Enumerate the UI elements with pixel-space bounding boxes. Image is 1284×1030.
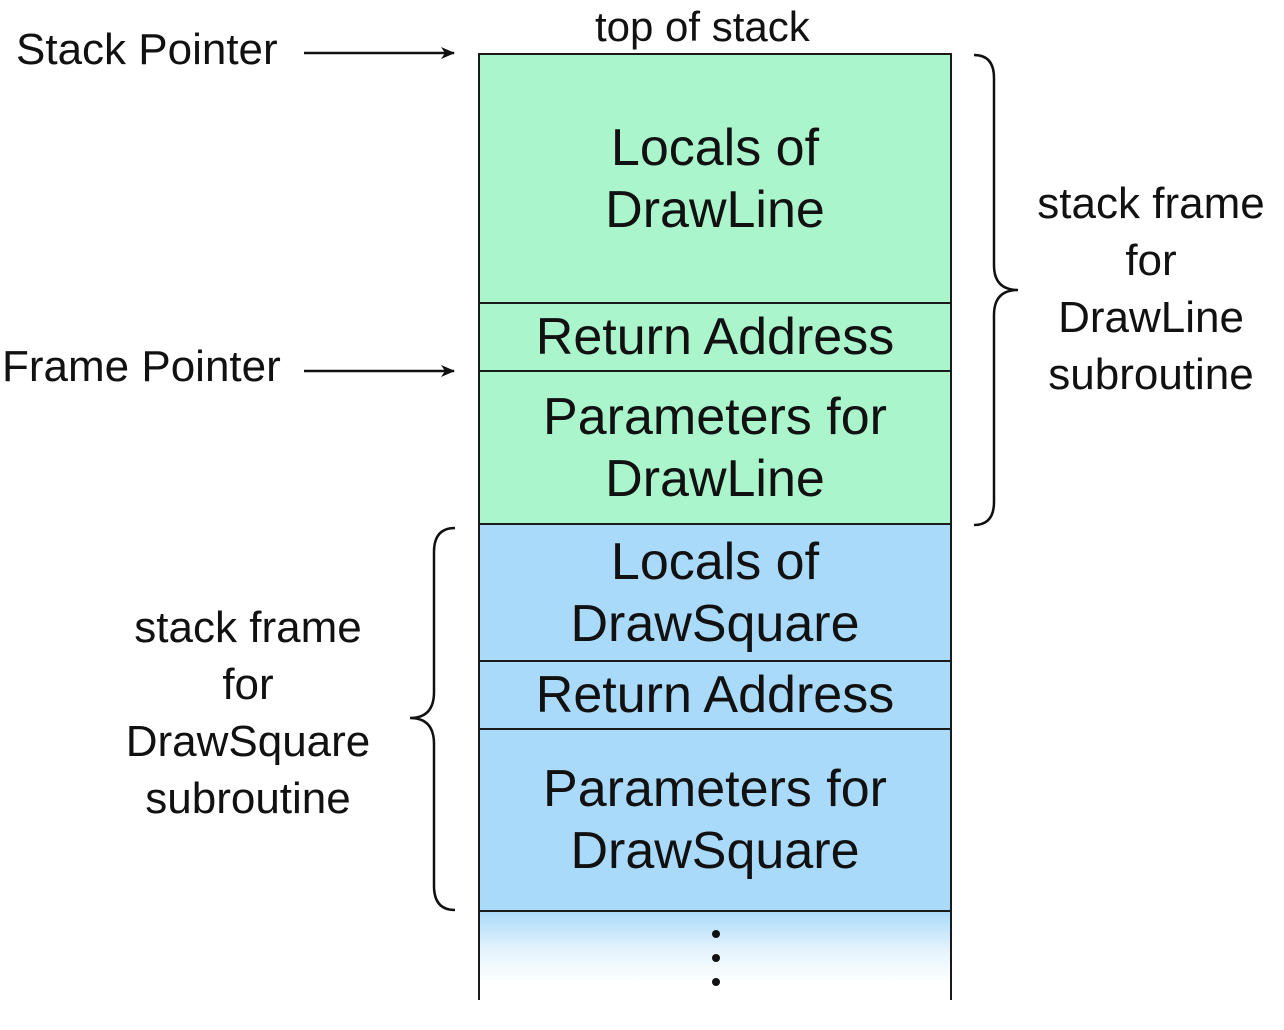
stack-pointer-label: Stack Pointer (16, 25, 278, 74)
drawline-return-address-label: Return Address (535, 308, 895, 366)
drawsquare-frame-brace (409, 526, 456, 912)
drawsquare-locals-block: Locals of DrawSquare (478, 523, 952, 662)
top-of-stack-label: top of stack (595, 3, 810, 50)
drawline-parameters-block: Parameters for DrawLine (478, 370, 952, 525)
drawsquare-locals-label: Locals of DrawSquare (570, 532, 860, 653)
drawline-locals-label: Locals of DrawLine (605, 118, 825, 239)
drawline-frame-label: stack frame for DrawLine subroutine (1037, 179, 1265, 399)
drawsquare-return-address-label: Return Address (535, 666, 895, 724)
drawsquare-frame-label: stack frame for DrawSquare subroutine (125, 603, 371, 823)
ellipsis-dot (712, 954, 720, 962)
drawline-locals-block: Locals of DrawLine (478, 53, 952, 304)
drawsquare-parameters-label: Parameters for DrawSquare (543, 760, 887, 880)
drawsquare-parameters-block: Parameters for DrawSquare (478, 728, 952, 912)
stack-continuation (478, 910, 952, 1000)
ellipsis-dot (712, 930, 720, 938)
ellipsis-dot (712, 978, 720, 986)
drawline-frame-brace (973, 53, 1019, 527)
drawline-parameters-label: Parameters for DrawLine (543, 387, 887, 508)
frame-pointer-label: Frame Pointer (2, 342, 281, 391)
drawsquare-return-address-block: Return Address (478, 660, 952, 730)
